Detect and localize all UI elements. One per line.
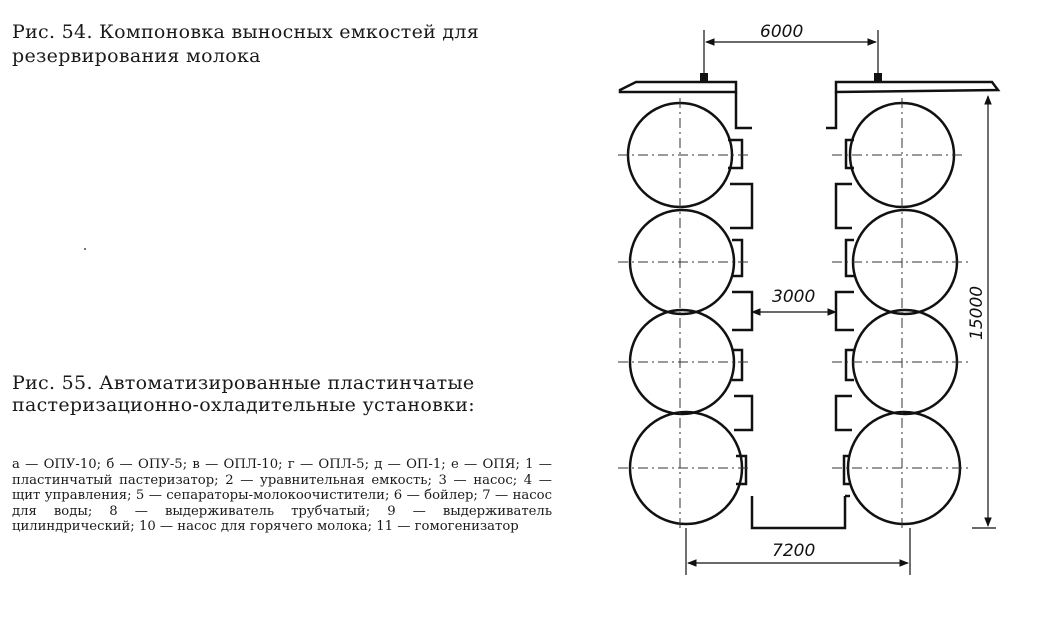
right-post: [874, 73, 882, 83]
right-connectors: [834, 138, 854, 498]
dim-top: [703, 30, 879, 73]
dim-top-label: 6000: [760, 22, 803, 42]
dim-height: [972, 95, 996, 529]
dim-bottom-label: 7200: [772, 541, 815, 561]
figure-55-legend: а — ОПУ-10; б — ОПУ-5; в — ОПЛ-10; г — О…: [12, 457, 552, 535]
dim-height-label: 15000: [967, 286, 987, 340]
roof-right: [834, 80, 1001, 94]
central-walls: [734, 92, 847, 530]
left-post: [700, 73, 708, 83]
roof-left: [618, 80, 738, 94]
dim-bottom: [685, 528, 911, 575]
right-tanks: [846, 101, 962, 526]
figure-54-caption: Рис. 54. Компоновка выносных емкостей дл…: [12, 21, 480, 67]
tank-layout-drawing: 6000 3000 15000 7200: [618, 22, 1001, 575]
tank-right-4: [846, 410, 962, 526]
center-lines: [618, 98, 972, 530]
stray-dot: [84, 248, 86, 250]
left-tanks: [626, 101, 744, 526]
figure-55-caption: Рис. 55. Автоматизированные пластинчатые…: [12, 372, 475, 416]
left-connectors: [728, 138, 754, 486]
dim-gap-label: 3000: [772, 287, 815, 307]
